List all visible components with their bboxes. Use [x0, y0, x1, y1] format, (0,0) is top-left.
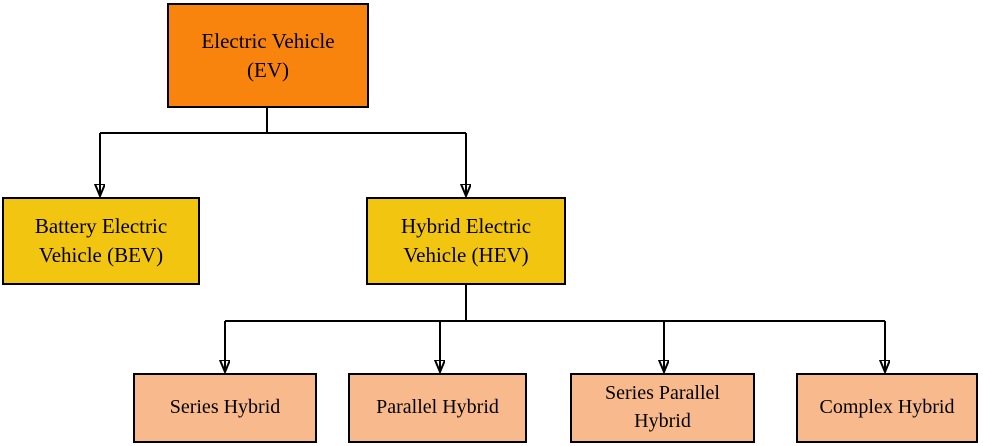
node-series-hybrid: Series Hybrid: [133, 373, 317, 443]
node-electric-vehicle-label: Electric Vehicle (EV): [201, 28, 335, 82]
node-parallel-hybrid: Parallel Hybrid: [348, 373, 527, 443]
node-complex-hybrid-label: Complex Hybrid: [819, 396, 955, 419]
node-complex-hybrid: Complex Hybrid: [796, 373, 978, 443]
node-hybrid-electric-vehicle: Hybrid Electric Vehicle (HEV): [366, 197, 566, 285]
node-series-hybrid-label: Series Hybrid: [169, 396, 281, 419]
node-series-parallel-hybrid: Series Parallel Hybrid: [570, 373, 755, 443]
node-battery-electric-vehicle: Battery Electric Vehicle (BEV): [2, 197, 200, 285]
node-parallel-hybrid-label: Parallel Hybrid: [376, 396, 499, 419]
node-battery-electric-vehicle-label: Battery Electric Vehicle (BEV): [34, 214, 168, 267]
node-hybrid-electric-vehicle-label: Hybrid Electric Vehicle (HEV): [400, 214, 532, 267]
node-electric-vehicle: Electric Vehicle (EV): [167, 3, 369, 108]
node-series-parallel-hybrid-label: Series Parallel Hybrid: [605, 382, 720, 432]
